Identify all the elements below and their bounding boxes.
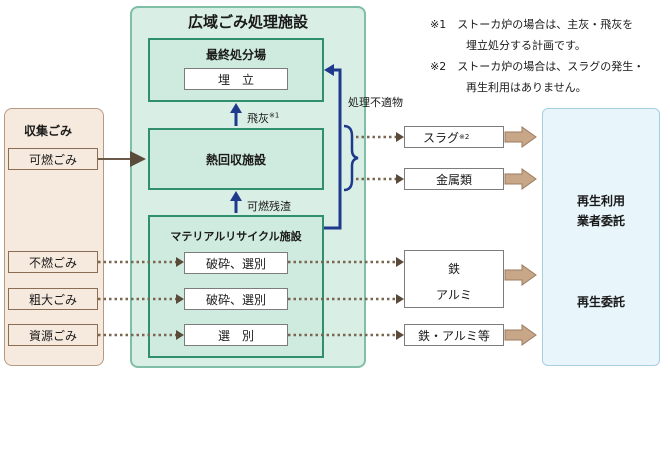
output-brace [343,124,359,192]
slag-text: スラグ [423,130,460,145]
collection-item-resource: 資源ごみ [8,324,98,346]
collection-title: 収集ごみ [24,124,73,138]
note-2-line-2: 再生利用はありません。 [466,81,587,94]
dotted-collection-lines [98,135,396,337]
landfill-box: 埋 立 [184,68,288,90]
unsuitable-return-line [324,68,342,230]
recycle-line-3: 再生委託 [576,295,625,309]
collection-item-noncombustible: 不燃ごみ [8,251,98,273]
recycle-line-1: 再生利用 [576,194,625,208]
note-1-line-2: 埋立処分する計画です。 [466,39,586,52]
recycle-line-2: 業者委託 [576,214,625,228]
iron-aluminum-etc-box: 鉄・アルミ等 [404,324,504,346]
slag-box: スラグ※2 [404,126,504,148]
final-disposal-title: 最終処分場 [205,48,266,62]
collection-item-bulky: 粗大ごみ [8,288,98,310]
facility-title: 広域ごみ処理施設 [187,13,308,31]
process-sort: 選 別 [184,324,288,346]
navy-up-arrows [230,103,242,213]
fly-ash-mark: ※1 [269,111,280,120]
collection-item-combustible: 可燃ごみ [8,148,98,170]
iron-aluminum-box [404,250,504,308]
notes: ※1 ストーカ炉の場合は、主灰・飛灰を 埋立処分する計画です。 ※2 ストーカ炉… [430,14,666,98]
unsuitable-arrowhead [324,64,334,76]
aluminum-text: アルミ [436,288,472,302]
process-crush-sort-2: 破砕、選別 [184,288,288,310]
recycle-panel [542,108,660,366]
iron-text: 鉄 [447,262,460,276]
slag-mark: ※2 [459,133,470,141]
fly-ash-label: 飛灰※1 [247,110,279,126]
tan-block-arrows [504,126,537,346]
process-crush-sort-1: 破砕、選別 [184,252,288,274]
heat-recovery-box: 熱回収施設 [148,128,324,190]
combustible-residue-label: 可燃残渣 [247,200,291,213]
fly-ash-text: 飛灰 [247,112,269,125]
unsuitable-label: 処理不適物 [348,96,403,109]
dotted-arrowheads [176,132,404,340]
note-1-line-1: ※1 ストーカ炉の場合は、主灰・飛灰を [430,18,634,31]
note-2-line-1: ※2 ストーカ炉の場合は、スラグの発生・ [430,60,645,73]
metals-box: 金属類 [404,168,504,190]
material-recycle-title: マテリアルリサイクル施設 [170,230,302,243]
